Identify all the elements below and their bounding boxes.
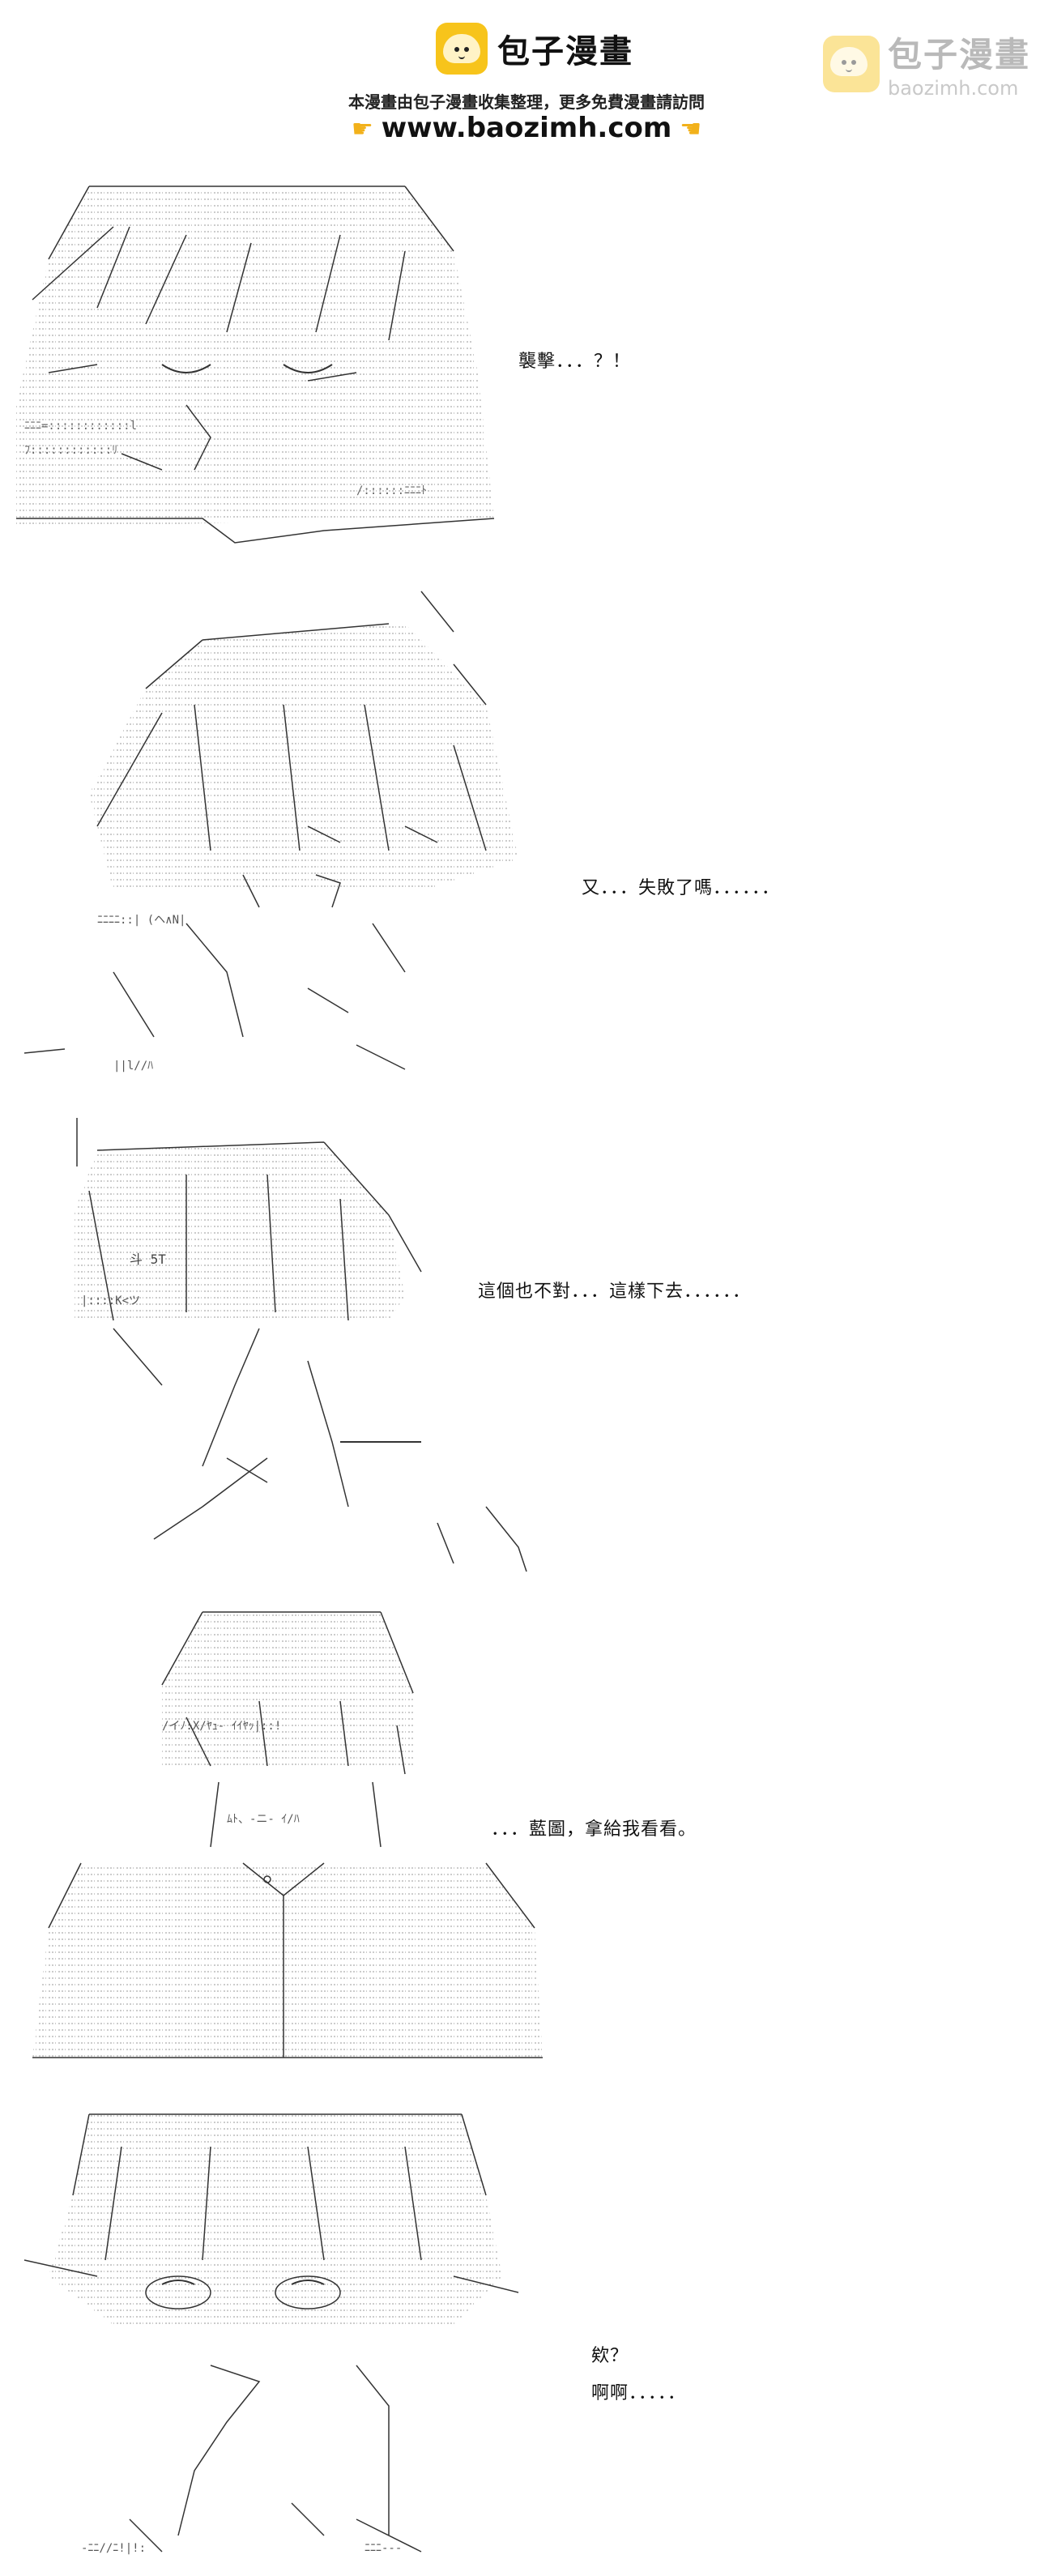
bun-logo-icon — [822, 35, 880, 92]
svg-text:ﾆﾆﾆ---: ﾆﾆﾆ--- — [364, 2542, 402, 2555]
dialogue-line: 啊啊．．．．． — [591, 2383, 687, 2403]
ascii-art-character-3: 斗 5T |::::K<ツ — [73, 1118, 527, 1572]
dialogue-line: 欸？ — [591, 2346, 629, 2366]
comic-panel-1: ﾆﾆﾆ=::::::::::::l ﾌ::::::::::::ﾘ /::::::… — [0, 162, 1053, 551]
ascii-art-character-1: ﾆﾆﾆ=::::::::::::l ﾌ::::::::::::ﾘ /::::::… — [16, 186, 495, 544]
brand-logo[interactable]: 包子漫畫 — [436, 23, 633, 75]
ascii-art-character-4: /イﾉ:X/ﾔｭ- ｲｲﾔｯ|::! ﾑﾄ、-ニ- ｲ/ﾊ — [32, 1611, 543, 2058]
svg-text:-ﾆﾆ//ﾆ!|!:: -ﾆﾆ//ﾆ!|!: — [81, 2542, 146, 2555]
svg-text:||l//ﾊ: ||l//ﾊ — [113, 1060, 153, 1073]
comic-panel-2: ||l//ﾊ ﾆﾆﾆﾆ::| (ヘ∧N| 又．．．失敗了嗎．．．．．． — [0, 583, 1053, 1085]
svg-text:ﾆﾆﾆﾆ::| (ヘ∧N|: ﾆﾆﾆﾆ::| (ヘ∧N| — [97, 914, 185, 927]
site-header: 包子漫畫 本漫畫由包子漫畫收集整理，更多免費漫畫請訪問 ☛ www.baozimh… — [0, 0, 1053, 154]
watermark: 包子漫畫 baozimh.com — [822, 28, 1030, 100]
bun-logo-icon — [436, 23, 488, 75]
svg-text:/イﾉ:X/ﾔｭ- ｲｲﾔｯ|::!: /イﾉ:X/ﾔｭ- ｲｲﾔｯ|::! — [162, 1720, 281, 1733]
site-notice: 本漫畫由包子漫畫收集整理，更多免費漫畫請訪問 — [348, 92, 705, 112]
dialogue-line: 這個也不對．．．這樣下去．．．．．． — [478, 1282, 752, 1302]
comic-panel-5: -ﾆﾆ//ﾆ!|!: ﾆﾆﾆ--- 欸？ 啊啊．．．．． — [0, 2098, 1053, 2568]
dialogue-line: 襲擊．．．？！ — [518, 352, 632, 372]
site-url[interactable]: www.baozimh.com — [381, 112, 672, 144]
ascii-art-character-5: -ﾆﾆ//ﾆ!|!: ﾆﾆﾆ--- — [23, 2113, 519, 2555]
pointing-hand-icon: ☛ — [351, 115, 373, 143]
brand-name: 包子漫畫 — [497, 33, 633, 70]
ascii-art-character-2: ||l//ﾊ ﾆﾆﾆﾆ::| (ヘ∧N| — [23, 591, 518, 1073]
comic-panel-4: /イﾉ:X/ﾔｭ- ｲｲﾔｯ|::! ﾑﾄ、-ニ- ｲ/ﾊ ．．．藍圖，拿給我看… — [0, 1604, 1053, 2074]
comic-panel-3: 斗 5T |::::K<ツ 這個也不對．．．這樣下去．．．．．． — [0, 1118, 1053, 1588]
watermark-name: 包子漫畫 — [887, 35, 1030, 75]
svg-text:ﾆﾆﾆ=::::::::::::l: ﾆﾆﾆ=::::::::::::l — [24, 420, 137, 433]
pointing-hand-icon: ☚ — [680, 115, 702, 143]
watermark-url: baozimh.com — [887, 77, 1019, 100]
dialogue-line: ．．．藍圖，拿給我看看。 — [491, 1819, 697, 1840]
svg-text:斗 5T: 斗 5T — [130, 1252, 166, 1267]
svg-text:/::::::ﾆﾆﾆﾄ: /::::::ﾆﾆﾆﾄ — [356, 484, 427, 497]
site-url-row[interactable]: ☛ www.baozimh.com ☚ — [0, 112, 1053, 144]
svg-text:|::::K<ツ: |::::K<ツ — [81, 1294, 140, 1307]
svg-text:ﾌ::::::::::::ﾘ: ﾌ::::::::::::ﾘ — [24, 444, 117, 457]
svg-text:ﾑﾄ、-ニ- ｲ/ﾊ: ﾑﾄ、-ニ- ｲ/ﾊ — [227, 1813, 300, 1826]
dialogue-line: 又．．．失敗了嗎．．．．．． — [582, 878, 781, 898]
